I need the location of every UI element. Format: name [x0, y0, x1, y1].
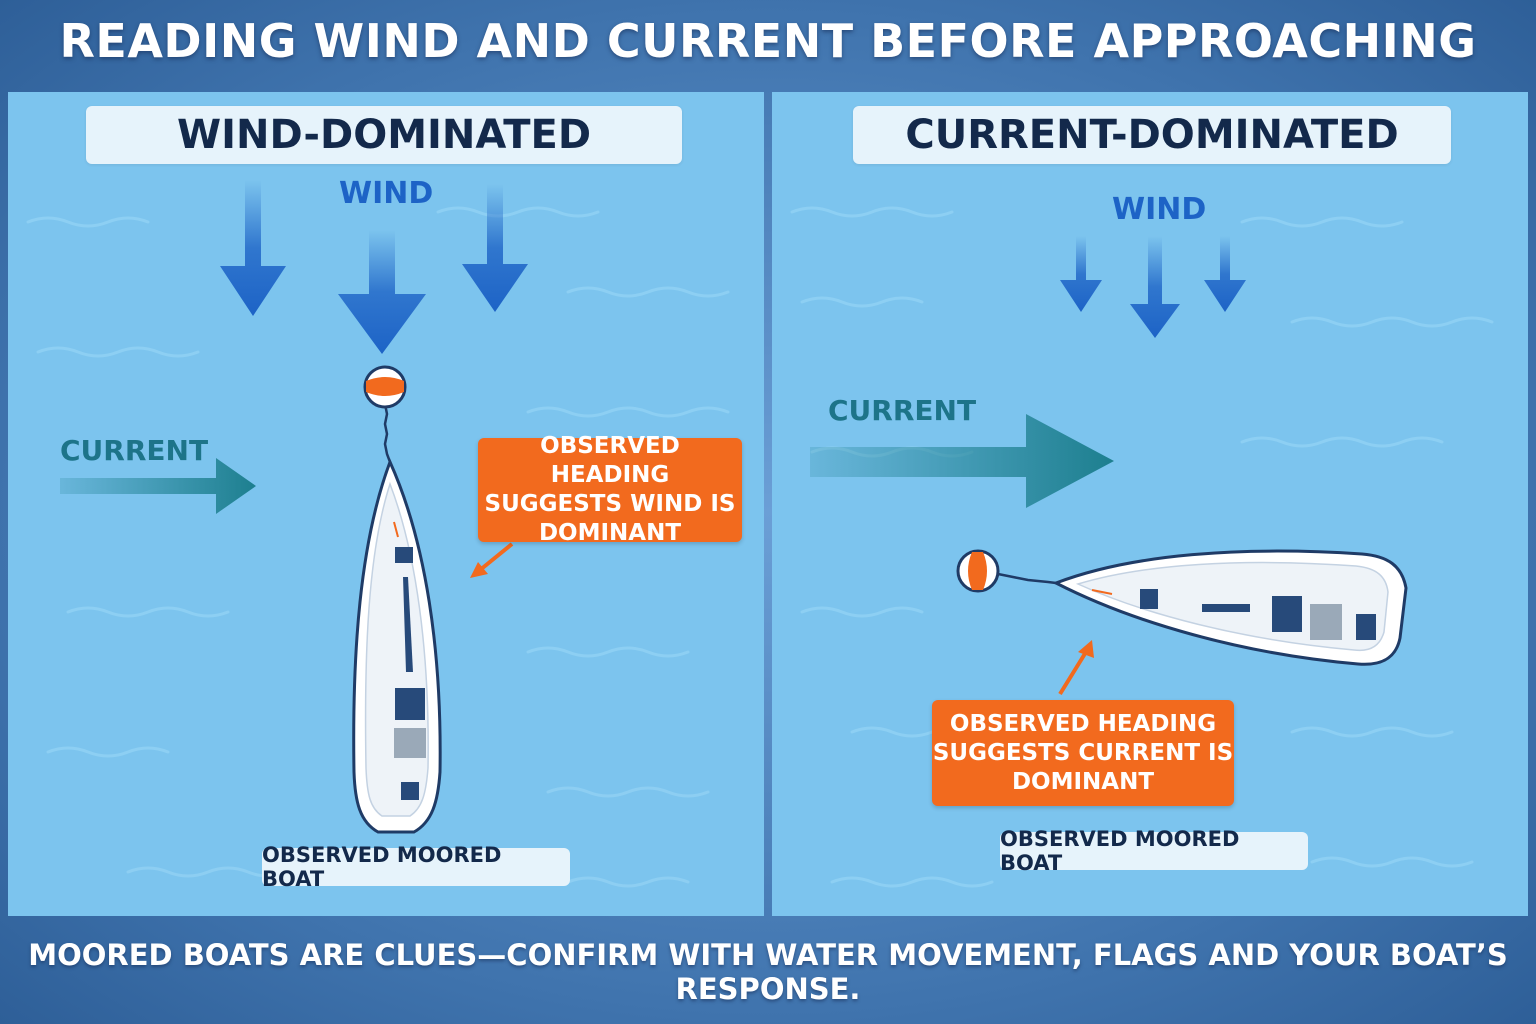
callout-pointer-icon: [1058, 640, 1094, 696]
wind-label: WIND: [339, 176, 434, 211]
boat-label: OBSERVED MOORED BOAT: [262, 843, 570, 891]
wind-arrow-icon: [1130, 236, 1180, 338]
current-arrow-icon: [810, 414, 1114, 508]
current-label: CURRENT: [60, 434, 209, 467]
mooring-chain: [383, 403, 392, 463]
mooring-buoy-icon: [363, 365, 407, 409]
wind-arrow-icon: [462, 184, 528, 312]
page-title: READING WIND AND CURRENT BEFORE APPROACH…: [59, 14, 1477, 68]
callout-pointer-icon: [470, 542, 514, 578]
panel-heading: WIND-DOMINATED: [86, 106, 682, 164]
current-arrow-icon: [60, 458, 256, 514]
right-diagram: [810, 236, 1408, 696]
mooring-chain: [997, 572, 1057, 585]
panel-wind-dominated: WIND-DOMINATED WIND CURRENT: [8, 92, 764, 916]
current-label: CURRENT: [828, 394, 977, 427]
sailboat-icon: [1052, 549, 1408, 666]
water-waves: [790, 206, 1494, 888]
wind-arrow-icon: [1060, 236, 1102, 312]
wind-arrow-icon: [220, 180, 286, 316]
mooring-buoy-icon: [956, 549, 1000, 593]
heading-callout: OBSERVED HEADING SUGGESTS WIND IS DOMINA…: [478, 433, 742, 546]
left-diagram: [60, 180, 528, 834]
footer-note: MOORED BOATS ARE CLUES—CONFIRM WITH WATE…: [28, 938, 1508, 1006]
boat-label: OBSERVED MOORED BOAT: [1000, 827, 1308, 875]
panel-current-dominated: CURRENT-DOMINATED WIND CURRENT: [772, 92, 1528, 916]
water-waves: [26, 206, 730, 888]
panel-heading: CURRENT-DOMINATED: [853, 106, 1451, 164]
wind-arrow-icon: [1204, 236, 1246, 312]
wind-arrow-icon: [338, 230, 426, 354]
heading-callout: OBSERVED HEADING SUGGESTS CURRENT IS DOM…: [932, 700, 1234, 806]
wind-label: WIND: [1112, 192, 1207, 227]
sailboat-icon: [352, 458, 442, 834]
